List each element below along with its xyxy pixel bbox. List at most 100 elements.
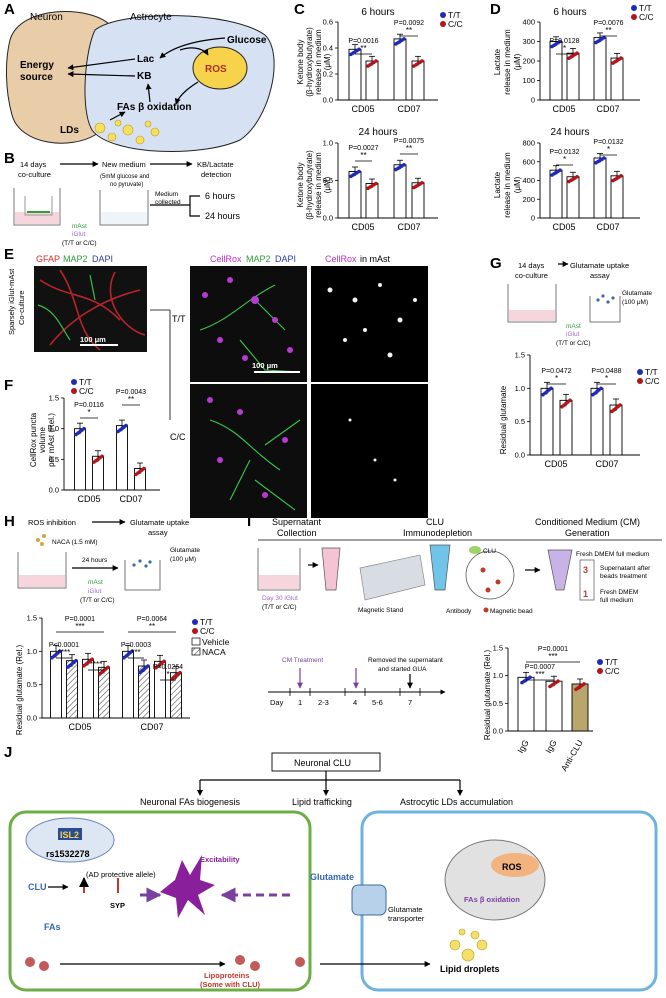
j-lipo: Lipoproteins [204, 971, 249, 980]
y-tick-label-G: 1.5 [515, 351, 525, 360]
source-label: source [20, 72, 53, 83]
sig-p-h2: P<0.0001 [49, 642, 79, 649]
sig-stars-d2: ** [605, 26, 611, 35]
sig-stars-d1: * [563, 44, 566, 53]
legend-dot-cc-g [637, 378, 643, 384]
i-day2: 2-3 [318, 698, 329, 707]
panel-b-protocol: 14 days co-culture New medium (5mM gluco… [13, 160, 241, 247]
h-step2b: assay [148, 528, 168, 537]
y-tick-label-F: 0.0 [49, 486, 59, 495]
h-step1: ROS inhibition [28, 518, 76, 527]
h-glutamate: Glutamate [170, 547, 200, 554]
x-tick-label-D-bottom: CD07 [596, 222, 619, 232]
panel-label-j: J [4, 744, 12, 761]
i-x-tick-0: IgG [515, 738, 531, 755]
legend-dot-cc-c [440, 21, 446, 27]
bar-H [122, 650, 134, 719]
legend-dot-cc-i [597, 668, 603, 674]
glucose-label: Glucose [227, 35, 267, 46]
d-ylabel-1-2: (μM) [513, 176, 522, 193]
g-glutamate: Glutamate [622, 290, 652, 297]
y-tick-label-F: 0.5 [49, 455, 59, 464]
i-fresh2b: full medium [600, 597, 633, 604]
sig-p-g2: P=0.0488 [591, 368, 621, 375]
i-day1: 1 [298, 698, 302, 707]
j-fas: FAs [44, 922, 61, 932]
g-step2: Glutamate uptake [570, 261, 629, 270]
b-genotype: (T/T or C/C) [62, 240, 97, 247]
legend-cc-i: C/C [605, 666, 620, 676]
excitability-burst [160, 855, 215, 918]
c-ylabel-1-2: release in medium [314, 152, 323, 218]
fas-oxidation-label: FAs β oxidation [117, 102, 191, 113]
legend-tt-d: T/T [639, 3, 652, 13]
j-col1: Neuronal FAs biogenesis [140, 797, 241, 807]
sig-p-c4: P=0.0075 [394, 138, 424, 145]
legend-naca-swatch [191, 647, 201, 656]
y-tick-label-D-bottom: 400 [522, 176, 535, 185]
sig-p-g1: P=0.0472 [541, 368, 571, 375]
x-tick-label-D-bottom: CD05 [552, 222, 575, 232]
data-point-D-bottom [575, 174, 579, 179]
sig-stars-h4: ** [149, 622, 155, 631]
c-ylabel-1-1: (β-hydroxybutyrate) [305, 150, 314, 220]
legend-tt-g: T/T [645, 367, 658, 377]
bar-D-bottom [549, 169, 563, 219]
b-step2-note2: no pyruvate) [110, 182, 143, 188]
f-ylabel-2: per mAst (Rel.) [47, 413, 56, 467]
legend-naca: NACA [202, 647, 226, 657]
b-mast: mAst [72, 223, 87, 230]
i-ratio-bot: 1 [583, 589, 588, 599]
x-tick-label-F: CD07 [119, 494, 142, 504]
bar-F [74, 428, 86, 491]
y-tick-label-D-bottom: 800 [522, 139, 535, 148]
y-tick-label-I: 1.5 [493, 644, 503, 653]
i-day4: 4 [353, 698, 357, 707]
y-tick-label-F: 1.0 [49, 424, 59, 433]
e-side-label: Sparsely iGlut-mAst [7, 268, 16, 335]
panel-label-e: E [4, 246, 14, 263]
legend-tt-i: T/T [605, 657, 618, 667]
b-step3b: detection [201, 170, 231, 179]
y-tick-label-F: 1.5 [49, 394, 59, 403]
bar-D-top [549, 41, 563, 101]
bar-G [559, 399, 573, 456]
lac-label: Lac [137, 54, 155, 65]
neuron-label: Neuron [30, 12, 63, 23]
legend-cc-f: C/C [79, 386, 94, 396]
legend-cc-d: C/C [639, 12, 654, 22]
sig-p-i1: P=0.0001 [538, 646, 568, 653]
c-ylabel-0-0: Ketone body [296, 40, 305, 85]
i-day5: 5-6 [372, 698, 383, 707]
i-removed2: and started GUA [378, 666, 427, 673]
x-tick-label-C-top: CD07 [397, 104, 420, 114]
sig-stars-h2: **** [58, 648, 70, 657]
y-tick-label-D-bottom: 0 [531, 214, 535, 223]
y-tick-label-D-top: 300 [522, 37, 535, 46]
panel-label-i: I [247, 513, 251, 530]
b-step3: KB/Lactate [197, 160, 234, 169]
legend-dot-tt-h [192, 619, 198, 625]
data-point-D-bottom [619, 174, 623, 178]
legend-cc-g: C/C [645, 376, 660, 386]
sig-p-d3: P=0.0132 [549, 149, 579, 156]
sig-stars-f2: ** [128, 395, 134, 404]
scale-bar-2: 100 μm [252, 361, 278, 370]
y-tick-label-D-top: 200 [522, 57, 535, 66]
cellrox-label: CellRox [210, 254, 242, 264]
legend-tt-f: T/T [79, 377, 92, 387]
sig-p-c1: P=0.0016 [348, 38, 378, 45]
g-ylabel: Residual glutamate [499, 385, 508, 454]
in-mast-label: in mAst [360, 254, 391, 264]
sig-stars-i1: *** [548, 652, 557, 661]
c-ylabel-0-2: release in medium [314, 29, 323, 95]
data-point-F [100, 454, 104, 459]
j-fasb: FAs β oxidation [464, 895, 520, 904]
data-point-I [556, 679, 560, 683]
legend-dot-tt-f [71, 379, 77, 385]
panel-a-schematic: Neuron Astrocyte Glucose Lac KB Energy s… [5, 11, 275, 152]
legend-dot-cc-f [71, 388, 77, 394]
map2-label: MAP2 [63, 254, 88, 264]
